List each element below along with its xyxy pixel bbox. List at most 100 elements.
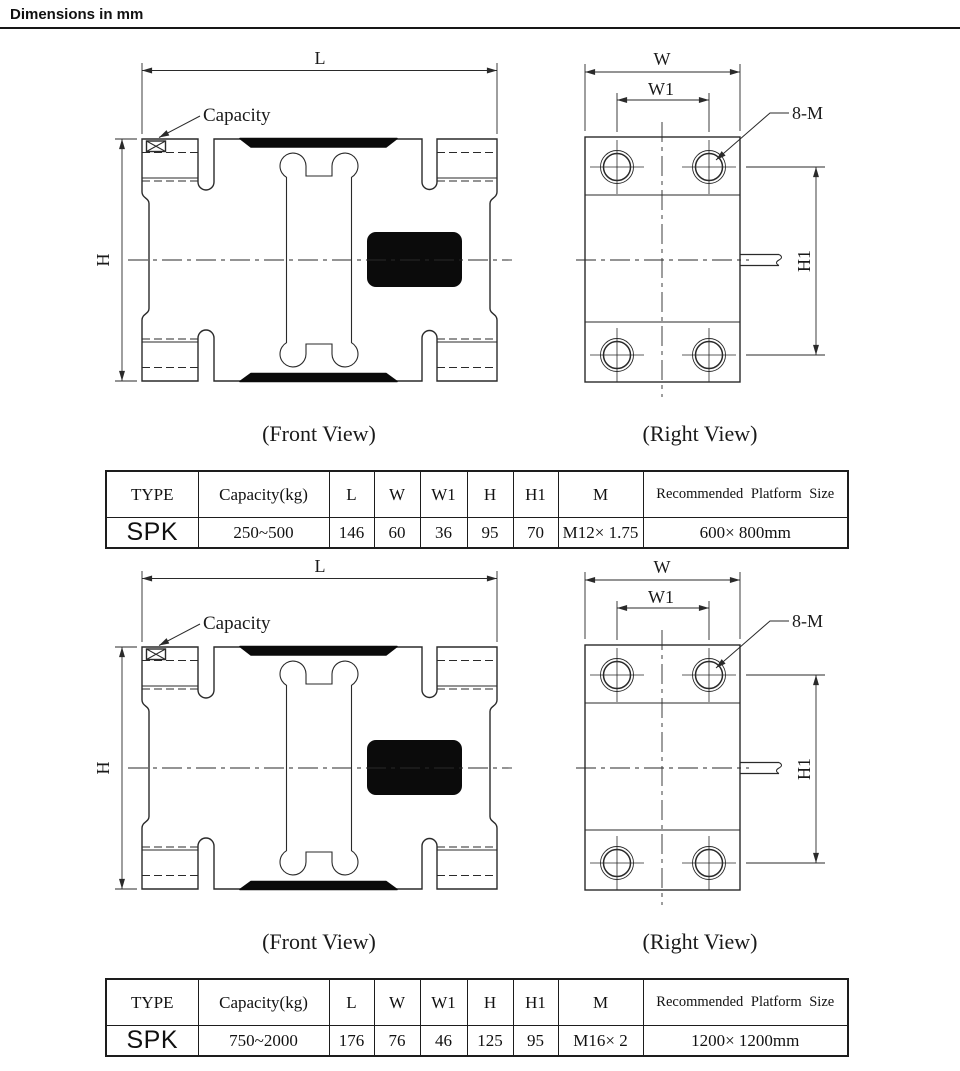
- dim-h1-label: H1: [794, 250, 814, 272]
- right-view: W W1 8-M H1 (Right View): [576, 557, 825, 954]
- dim-h1-label: H1: [794, 758, 814, 780]
- capacity-leader-line: [158, 115, 201, 138]
- col-header-w: W: [373, 978, 421, 1026]
- bolt-hole-outer: [600, 846, 634, 880]
- dim-w1-label: W1: [648, 587, 674, 607]
- cell-w: 60: [373, 517, 421, 549]
- col-header-capacity: Capacity(kg): [197, 470, 330, 518]
- cable: [740, 253, 779, 267]
- capacity-marker-box: [145, 140, 167, 153]
- centerlines: [576, 630, 749, 905]
- dim-w-label: W: [654, 49, 671, 69]
- thread-solid-lines: [142, 685, 497, 851]
- cell-h1: 70: [512, 517, 559, 549]
- bolt-hole-inner: [694, 660, 724, 690]
- hole-crosshairs: [590, 140, 736, 382]
- bolt-spec-leader-line: [715, 112, 789, 161]
- cell-h: 95: [466, 517, 514, 549]
- page-title: Dimensions in mm: [0, 0, 960, 29]
- right-view-caption: (Right View): [643, 421, 758, 446]
- cell-w: 76: [373, 1025, 421, 1057]
- bolt-hole-inner: [694, 152, 724, 182]
- thread-solid-lines: [142, 177, 497, 343]
- spec-table-1: TYPE Capacity(kg) L W W1 H H1 M Recommen…: [105, 470, 849, 549]
- binocular-cutout: [279, 152, 359, 368]
- col-header-m: M: [557, 470, 644, 518]
- right-body-outline: [584, 136, 741, 383]
- cell-w1: 46: [419, 1025, 468, 1057]
- bolt-hole-inner: [602, 340, 632, 370]
- col-header-l: L: [328, 978, 375, 1026]
- centerlines: [576, 122, 749, 397]
- dim-h-label: H: [93, 762, 113, 775]
- bolt-hole-inner: [602, 152, 632, 182]
- bolt-hole-outer: [600, 658, 634, 692]
- cable: [740, 761, 779, 775]
- dim-h-extension-lines: [115, 646, 137, 890]
- cell-m: M12× 1.75: [557, 517, 644, 549]
- cell-type: SPK: [105, 1025, 199, 1057]
- cable-break: [776, 762, 782, 774]
- bolt-spec-leader-line: [715, 620, 789, 669]
- capacity-leader-line: [158, 623, 201, 646]
- bolt-hole-inner: [602, 660, 632, 690]
- col-header-h1: H1: [512, 470, 559, 518]
- right-view: W W1 8-M H1 (Right View): [576, 49, 825, 446]
- bolt-hole-inner: [694, 848, 724, 878]
- table-header-row: TYPE Capacity(kg) L W W1 H H1 M Recommen…: [105, 470, 849, 518]
- load-cell-body-outline: [141, 138, 498, 382]
- col-header-h: H: [466, 978, 514, 1026]
- dim-h1-extension-lines: [746, 166, 825, 356]
- bolt-hole-outer: [692, 846, 726, 880]
- block-split-lines: [585, 702, 740, 831]
- thread-dashed-lines: [142, 660, 497, 876]
- drawing-row-1: Capacity L H (Front View) W: [93, 48, 825, 446]
- bolt-hole-outer: [692, 338, 726, 372]
- dim-l-extension-lines: [141, 63, 498, 134]
- table-data-row: SPK 750~2000 176 76 46 125 95 M16× 2 120…: [105, 1025, 849, 1057]
- dim-w1-label: W1: [648, 79, 674, 99]
- col-header-platform: Recommended Platform Size: [642, 470, 849, 518]
- cell-capacity: 750~2000: [197, 1025, 330, 1057]
- bottom-load-strip: [239, 372, 398, 383]
- top-load-strip: [239, 137, 398, 148]
- dim-l-label: L: [315, 556, 326, 576]
- capacity-label: Capacity: [203, 105, 271, 126]
- col-header-platform: Recommended Platform Size: [642, 978, 849, 1026]
- capacity-label: Capacity: [203, 613, 271, 634]
- bolt-spec-label: 8-M: [792, 611, 823, 631]
- thread-dashed-lines: [142, 152, 497, 368]
- front-view: Capacity L H (Front View): [93, 556, 512, 954]
- bolt-hole-outer: [600, 150, 634, 184]
- drawing-row-2: Capacity L H (Front View) W: [93, 556, 825, 954]
- cell-h: 125: [466, 1025, 514, 1057]
- binocular-cutout: [279, 660, 359, 876]
- col-header-w1: W1: [419, 470, 468, 518]
- dim-l-extension-lines: [141, 571, 498, 642]
- bolt-hole-inner: [602, 848, 632, 878]
- col-header-type: TYPE: [105, 470, 199, 518]
- dim-l-label: L: [315, 48, 326, 68]
- col-header-h: H: [466, 470, 514, 518]
- col-header-capacity: Capacity(kg): [197, 978, 330, 1026]
- bottom-load-strip: [239, 880, 398, 891]
- bolt-hole-outer: [692, 658, 726, 692]
- cable-break: [776, 254, 782, 266]
- dim-w-extension-lines: [584, 64, 741, 131]
- front-view: Capacity L H (Front View): [93, 48, 512, 446]
- cell-type: SPK: [105, 517, 199, 549]
- top-load-strip: [239, 645, 398, 656]
- right-view-caption: (Right View): [643, 929, 758, 954]
- sealing-cover: [367, 740, 462, 795]
- dim-h-extension-lines: [115, 138, 137, 382]
- table-data-row: SPK 250~500 146 60 36 95 70 M12× 1.75 60…: [105, 517, 849, 549]
- cell-m: M16× 2: [557, 1025, 644, 1057]
- front-view-caption: (Front View): [262, 929, 376, 954]
- load-cell-body-outline: [141, 646, 498, 890]
- right-body-outline: [584, 644, 741, 891]
- col-header-h1: H1: [512, 978, 559, 1026]
- col-header-l: L: [328, 470, 375, 518]
- bolt-hole-outer: [600, 338, 634, 372]
- block-split-lines: [585, 194, 740, 323]
- spec-table-2: TYPE Capacity(kg) L W W1 H H1 M Recommen…: [105, 978, 849, 1057]
